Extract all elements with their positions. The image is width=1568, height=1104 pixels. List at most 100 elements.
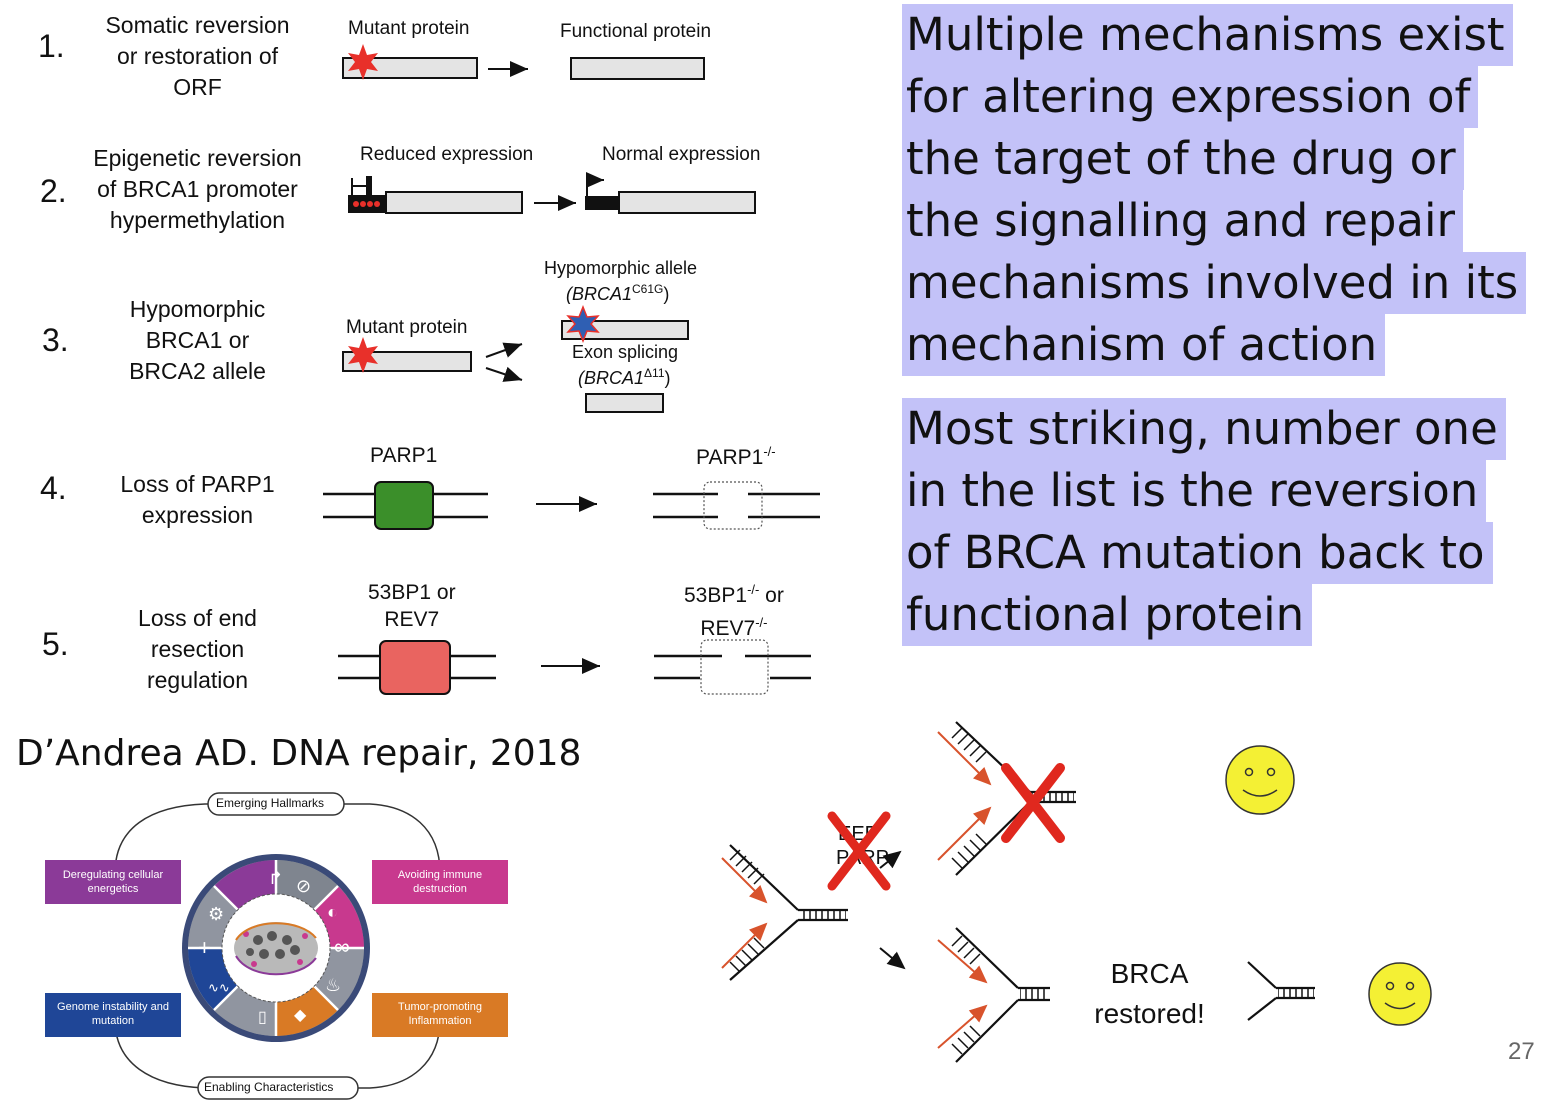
highlight-line: mechanisms involved in its (902, 252, 1527, 314)
highlight-span: mechanism of action (902, 314, 1386, 376)
caption-part: or (759, 584, 784, 607)
caption-sup: C61G (632, 282, 664, 296)
citation: D’Andrea AD. DNA repair, 2018 (16, 733, 582, 774)
highlight-span: the target of the drug or (902, 128, 1464, 190)
arrow-3a (485, 342, 523, 358)
highlight-span: of BRCA mutation back to (902, 522, 1493, 584)
no-entry-icon: ⊘ (296, 876, 311, 896)
methylation-icon (353, 201, 359, 207)
highlight-line: mechanism of action (902, 314, 1526, 376)
label-avoiding-immune: Avoiding immune destruction (397, 869, 483, 895)
caption-part: PARP1 (696, 446, 764, 469)
protein-bar-mutant (342, 57, 478, 79)
label-line: resection (150, 636, 245, 662)
fork-blocked (937, 721, 1076, 876)
caption-part: (BRCA1 (566, 284, 633, 304)
highlight-span: in the list is the reversion (902, 460, 1487, 522)
caption-sup: -/- (763, 444, 776, 459)
highlight-line: for altering expression of (902, 66, 1526, 128)
arrow-down-right (879, 947, 906, 970)
caption-exon-splicing: Exon splicing (572, 342, 679, 362)
mechanism-number-4: 4. (40, 470, 67, 506)
label-deregulating: Deregulating cellular energetics (62, 869, 164, 895)
fork-restored-right (1247, 961, 1315, 1021)
highlight-span: the signalling and repair (902, 190, 1463, 252)
label-line: BRCA2 allele (129, 358, 266, 384)
box-tumor-promoting (372, 993, 508, 1037)
tumor-cells-icon (234, 922, 318, 974)
highlight-span: functional protein (902, 584, 1313, 646)
mechanism-label-4: Loss of PARP1 expression (70, 469, 325, 531)
vessel-icon: ▯ (258, 1009, 267, 1026)
label-line: Somatic reversion (105, 12, 290, 38)
caption-53bp1-rev7: 53BP1 or REV7 (368, 579, 456, 633)
label-line: expression (141, 502, 254, 528)
smiley-icon (1225, 745, 1295, 815)
highlight-text-1: Multiple mechanisms exist for altering e… (902, 4, 1527, 376)
caption-line: REV7-/- (684, 609, 784, 642)
fork-stalled (721, 844, 848, 981)
mechanism-graphics (323, 44, 820, 695)
highlight-line: the target of the drug or (902, 128, 1526, 190)
mutation-star-icon (348, 44, 378, 80)
gene-bar-normal (618, 191, 756, 214)
emerging-hallmarks-pill (207, 792, 345, 816)
highlight-span: Most striking, number one (902, 398, 1506, 460)
mechanism-number-2: 2. (40, 173, 67, 209)
promoter-active-icon (586, 172, 604, 196)
highlight-line: functional protein (902, 584, 1506, 646)
brca-restored-label: BRCA restored! (1072, 954, 1227, 1034)
53bp1-missing-box (700, 639, 769, 695)
label-line: or restoration of (116, 43, 279, 69)
arrow-3b (485, 366, 523, 382)
parp1-box (374, 481, 434, 530)
caption-mutant-protein-3: Mutant protein (346, 317, 468, 338)
gene-bar-reduced (385, 191, 523, 214)
label-line: Hypomorphic (129, 296, 266, 322)
red-x-icon (1001, 763, 1065, 843)
slide-number: 27 (1508, 1038, 1535, 1065)
53bp1-box (379, 640, 451, 695)
label-line: BRCA (1110, 958, 1189, 989)
caption-part: ) (664, 368, 671, 388)
highlight-span: for altering expression of (902, 66, 1479, 128)
infinity-icon: ∞ (334, 934, 350, 959)
caption-parp1-knockout: PARP1-/- (696, 444, 776, 470)
smiley-icon (1368, 962, 1432, 1026)
highlight-line: Most striking, number one (902, 398, 1506, 460)
label-genome-instability: Genome instability and mutation (57, 1001, 169, 1027)
protein-bar-functional (570, 57, 705, 80)
highlight-span: mechanisms involved in its (902, 252, 1527, 314)
caption-hypomorphic-allele: Hypomorphic allele (544, 258, 698, 278)
highlight-text-2: Most striking, number one in the list is… (902, 398, 1506, 646)
highlight-line: of BRCA mutation back to (902, 522, 1506, 584)
label-line: BRCA1 or (145, 327, 250, 353)
label-line: Loss of PARP1 (120, 471, 275, 497)
box-avoiding-immune (372, 860, 508, 904)
highlight-span: Multiple mechanisms exist (902, 4, 1513, 66)
label-tumor-promoting: Tumor-promoting Inflammation (398, 1001, 482, 1027)
metastasis-icon: ◆ (294, 1007, 307, 1024)
fork-svg: EEF PARP (721, 721, 1432, 1063)
caption-part: (BRCA1 (578, 368, 645, 388)
hallmarks-svg: ↱ ⊘ ◐ ∞ ♨ ◆ ▯ ∿∿ + ⚙ (45, 792, 508, 1100)
label-line: Epigenetic reversion (93, 145, 302, 171)
growth-signal-icon: ↱ (268, 868, 283, 888)
caption-brca1-delta11: (BRCA1Δ11) (578, 366, 671, 389)
caption-53bp1-rev7-knockout: 53BP1 -/- or REV7-/- (684, 576, 784, 642)
dna-icon: ∿∿ (208, 980, 230, 995)
protein-bar-hypomorphic (561, 320, 689, 340)
immune-cell-icon: ◐ (327, 902, 338, 922)
mechanism-number-3: 3. (42, 322, 69, 358)
protein-bar-spliced (585, 393, 664, 413)
caption-sup: -/- (755, 615, 768, 630)
label-line: hypermethylation (109, 207, 286, 233)
caption-part: 53BP1 (684, 584, 748, 607)
caption-normal-expression: Normal expression (602, 144, 761, 165)
gear-icon: ⚙ (208, 904, 224, 924)
enabling-characteristics-pill (197, 1076, 359, 1100)
label-line: restored! (1094, 998, 1205, 1029)
highlight-line: the signalling and repair (902, 190, 1526, 252)
caption-sup: Δ11 (644, 366, 665, 380)
label-line: Loss of end (138, 605, 257, 631)
